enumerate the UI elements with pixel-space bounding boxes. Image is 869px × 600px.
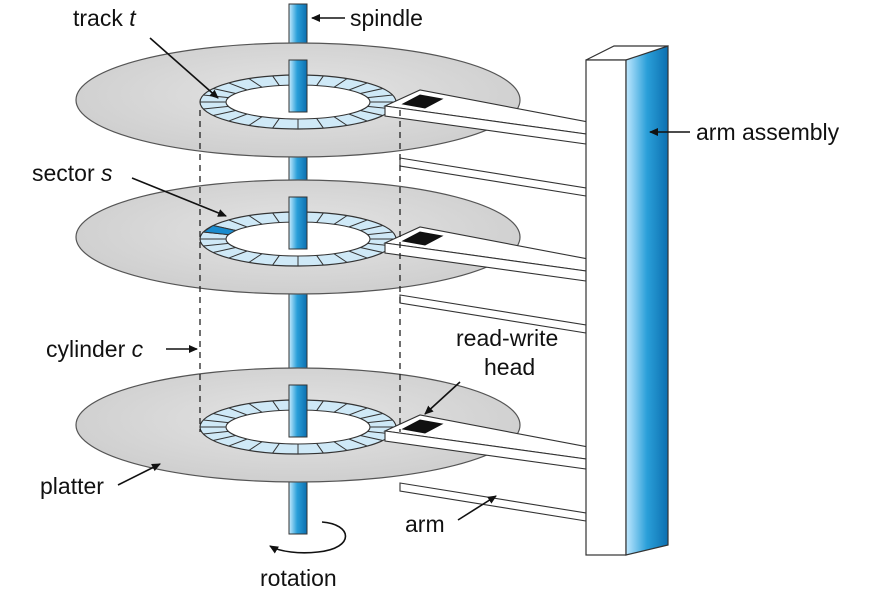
sector-divider: [367, 94, 393, 99]
platters: [75, 42, 589, 522]
sector-divider: [203, 242, 229, 247]
label-sector: sector s: [32, 160, 113, 186]
sector-divider: [333, 403, 348, 413]
sector-divider: [228, 82, 248, 91]
pointer-platter: [117, 463, 161, 486]
sector-divider: [316, 212, 324, 223]
sector-divider: [333, 78, 348, 88]
sector-divider: [228, 219, 248, 228]
sector-divider: [360, 413, 383, 419]
sector-divider: [228, 250, 248, 259]
sector-divider: [272, 75, 280, 86]
platter-2: [75, 179, 589, 334]
sector-divider: [203, 419, 229, 424]
spindle-segment: [288, 384, 308, 438]
sector-divider: [213, 247, 236, 253]
read-write-head: [401, 419, 444, 434]
pointer-head: [424, 381, 461, 415]
sector-divider: [333, 215, 348, 225]
sector-highlight: [201, 224, 238, 236]
arm: [383, 226, 589, 334]
sector-divider: [367, 419, 393, 424]
pointer-track: [149, 37, 219, 99]
pointer-sector: [131, 177, 227, 217]
sector-divider: [333, 441, 348, 451]
sector-divider: [316, 75, 324, 86]
sector-divider: [360, 435, 383, 441]
sector-divider: [316, 443, 324, 454]
sector-divider: [272, 443, 280, 454]
label-arm-assembly: arm assembly: [696, 119, 840, 145]
sector-divider: [248, 78, 263, 88]
label-spindle: spindle: [350, 5, 423, 31]
sector-divider: [348, 219, 368, 228]
sector-divider: [316, 255, 324, 266]
sector-divider: [248, 253, 263, 263]
sector-divider: [272, 118, 280, 129]
read-write-head: [401, 231, 444, 246]
label-cylinder: cylinder c: [46, 336, 144, 362]
sector-divider: [213, 88, 236, 94]
label-rotation: rotation: [260, 565, 337, 591]
sector-divider: [248, 441, 263, 451]
sector-divider: [316, 118, 324, 129]
sector-divider: [228, 438, 248, 447]
spindle-segment: [288, 59, 308, 113]
label-arm: arm: [405, 511, 445, 537]
label-track: track t: [73, 5, 137, 31]
label-read-write: read-write: [456, 325, 558, 351]
spindle-segment: [288, 196, 308, 250]
sector-divider: [213, 110, 236, 116]
sector-divider: [360, 110, 383, 116]
platter-3: [75, 367, 589, 522]
sector-divider: [272, 212, 280, 223]
sector-divider: [367, 231, 393, 236]
sector-divider: [248, 215, 263, 225]
sector-divider: [213, 435, 236, 441]
sector-divider: [348, 250, 368, 259]
sector-divider: [360, 247, 383, 253]
sector-divider: [360, 88, 383, 94]
sector-divider: [360, 225, 383, 231]
sector-divider: [272, 400, 280, 411]
sector-divider: [272, 255, 280, 266]
read-write-head: [401, 94, 444, 109]
arm: [383, 89, 589, 197]
sector-divider: [203, 105, 229, 110]
sector-divider: [248, 116, 263, 126]
arm-assembly-post: [585, 45, 669, 556]
sector-divider: [348, 82, 368, 91]
rotation-arrow: [269, 521, 347, 554]
sector-divider: [348, 438, 368, 447]
sector-divider: [333, 253, 348, 263]
sector-divider: [333, 116, 348, 126]
platter-1: [75, 42, 589, 197]
sector-divider: [348, 407, 368, 416]
label-platter: platter: [40, 473, 104, 499]
sector-divider: [228, 407, 248, 416]
sector-divider: [213, 413, 236, 419]
sector-divider: [203, 430, 229, 435]
sector-divider: [248, 403, 263, 413]
pointer-arm: [457, 495, 497, 521]
label-head: head: [484, 354, 535, 380]
sector-divider: [228, 113, 248, 122]
sector-divider: [348, 113, 368, 122]
sector-divider: [316, 400, 324, 411]
